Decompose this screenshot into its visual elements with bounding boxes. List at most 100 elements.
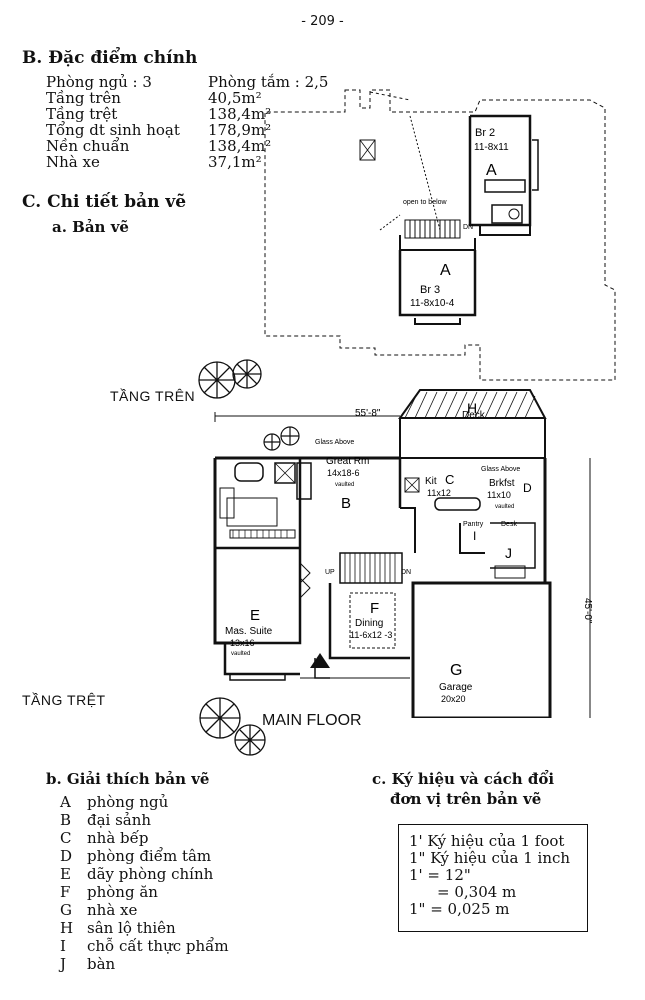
summary-label: Phòng ngủ : 3 (46, 73, 152, 91)
pantry-letter: I (473, 529, 476, 543)
dining-size: 11-6x12 -3 (350, 630, 392, 640)
kitchen-size: 11x12 (427, 488, 451, 498)
tree-icon (199, 697, 266, 756)
summary-value: 40,5m² (208, 89, 262, 107)
breakfast-name: Brkfst (489, 478, 515, 489)
legend-key: C (60, 829, 72, 847)
kitchen-letter: C (445, 472, 454, 487)
legend-title: b. Giải thích bản vẽ (46, 770, 210, 788)
legend-desc: sân lộ thiên (87, 919, 176, 937)
glass-above-2: Glass Above (481, 466, 520, 473)
br3-size: 11-8x10-4 (410, 298, 455, 309)
units-title-1: c. Ký hiệu và cách đổi (372, 770, 555, 788)
summary-row: Nhà xe 37,1m² (46, 154, 346, 170)
legend-key: H (60, 919, 74, 937)
page-number: - 209 - (301, 14, 344, 29)
deck-label: Deck (462, 410, 486, 421)
glass-above-1: Glass Above (315, 439, 354, 446)
legend-desc: bàn (87, 955, 116, 973)
units-line: 1" Ký hiệu của 1 inch (409, 849, 571, 867)
upper-floor-plan: Br 2 11-8x11 A open to below DN A Br 3 1… (264, 89, 616, 381)
master-suite-name: Mas. Suite (225, 626, 273, 637)
br3-name: Br 3 (420, 284, 440, 296)
main-up-label: UP (325, 569, 335, 576)
summary-value: Phòng tắm : 2,5 (208, 73, 329, 91)
great-room-size: 14x18-6 (327, 468, 360, 478)
summary-value: 178,9m² (208, 121, 272, 139)
summary-label: Tổng dt sinh hoạt (46, 121, 180, 139)
legend-key: J (60, 955, 67, 973)
tree-icon (198, 359, 262, 399)
breakfast-note: vaulted (495, 504, 514, 510)
summary-label: Nhà xe (46, 153, 100, 171)
desk-label: Desk (501, 521, 517, 528)
desk-letter: J (505, 545, 512, 561)
legend-key: G (60, 901, 72, 919)
br3-letter: A (440, 262, 451, 279)
breakfast-letter: D (523, 481, 532, 495)
summary-row: Phòng ngủ : 3 Phòng tắm : 2,5 (46, 74, 346, 90)
summary-label: Nền chuẩn (46, 137, 130, 155)
summary-label: Tầng trệt (46, 105, 118, 123)
legend-desc: phòng ăn (87, 883, 158, 901)
br2-size: 11-8x11 (474, 142, 509, 153)
main-floor-caption: MAIN FLOOR (262, 712, 362, 729)
great-room-note: vaulted (335, 482, 354, 488)
breakfast-size: 11x10 (487, 490, 511, 500)
summary-row: Nền chuẩn 138,4m² (46, 138, 346, 154)
br2-letter: A (486, 162, 497, 179)
legend-key: E (60, 865, 71, 883)
master-suite-note: vaulted (231, 651, 250, 657)
depth-dim: 45'-0" (582, 598, 593, 624)
great-room-name: Great Rm (326, 456, 369, 467)
width-dim: 55'-8" (355, 408, 381, 419)
kitchen-name: Kit (425, 476, 437, 487)
summary-row: Tầng trệt 138,4m² (46, 106, 346, 122)
main-floor-label: TẦNG TRỆT (22, 692, 106, 708)
upper-floor-label: TẦNG TRÊN (110, 388, 196, 404)
garage-size: 20x20 (441, 694, 466, 704)
summary-value: 138,4m² (208, 105, 272, 123)
units-box: 1' Ký hiệu của 1 foot 1" Ký hiệu của 1 i… (398, 824, 588, 932)
section-c-title: C. Chi tiết bản vẽ (22, 192, 187, 212)
great-room-letter: B (341, 495, 351, 512)
deck-letter: H (467, 400, 477, 416)
br2-name: Br 2 (475, 127, 495, 139)
master-suite-size: 13x16 (230, 638, 255, 648)
summary-value: 37,1m² (208, 153, 262, 171)
upper-dn-label: DN (463, 224, 473, 231)
units-title-2: đơn vị trên bản vẽ (390, 790, 542, 808)
summary-value: 138,4m² (208, 137, 272, 155)
legend-desc: đại sảnh (87, 811, 152, 829)
legend-key: A (60, 793, 71, 811)
section-c-sub-a: a. Bản vẽ (52, 218, 129, 236)
legend-key: D (60, 847, 73, 865)
open-to-below-label: open to below (403, 199, 448, 206)
legend-desc: nhà xe (87, 901, 138, 919)
summary-row: Tổng dt sinh hoạt 178,9m² (46, 122, 346, 138)
units-line: 1" = 0,025 m (409, 900, 510, 918)
units-line: 1' Ký hiệu của 1 foot (409, 832, 565, 850)
dining-name: Dining (355, 618, 383, 629)
pantry-label: Pantry (463, 521, 484, 528)
legend-key: B (60, 811, 72, 829)
legend-desc: phòng điểm tâm (87, 847, 212, 865)
dining-letter: F (370, 600, 379, 617)
main-floor-plan: H Deck 55'-8" Glass Above Glass Above Gr… (213, 389, 593, 718)
legend-desc: chỗ cất thực phẩm (87, 937, 229, 955)
main-dn-label: DN (401, 569, 411, 576)
units-line: = 0,304 m (437, 883, 517, 901)
legend-desc: phòng ngủ (87, 793, 169, 811)
